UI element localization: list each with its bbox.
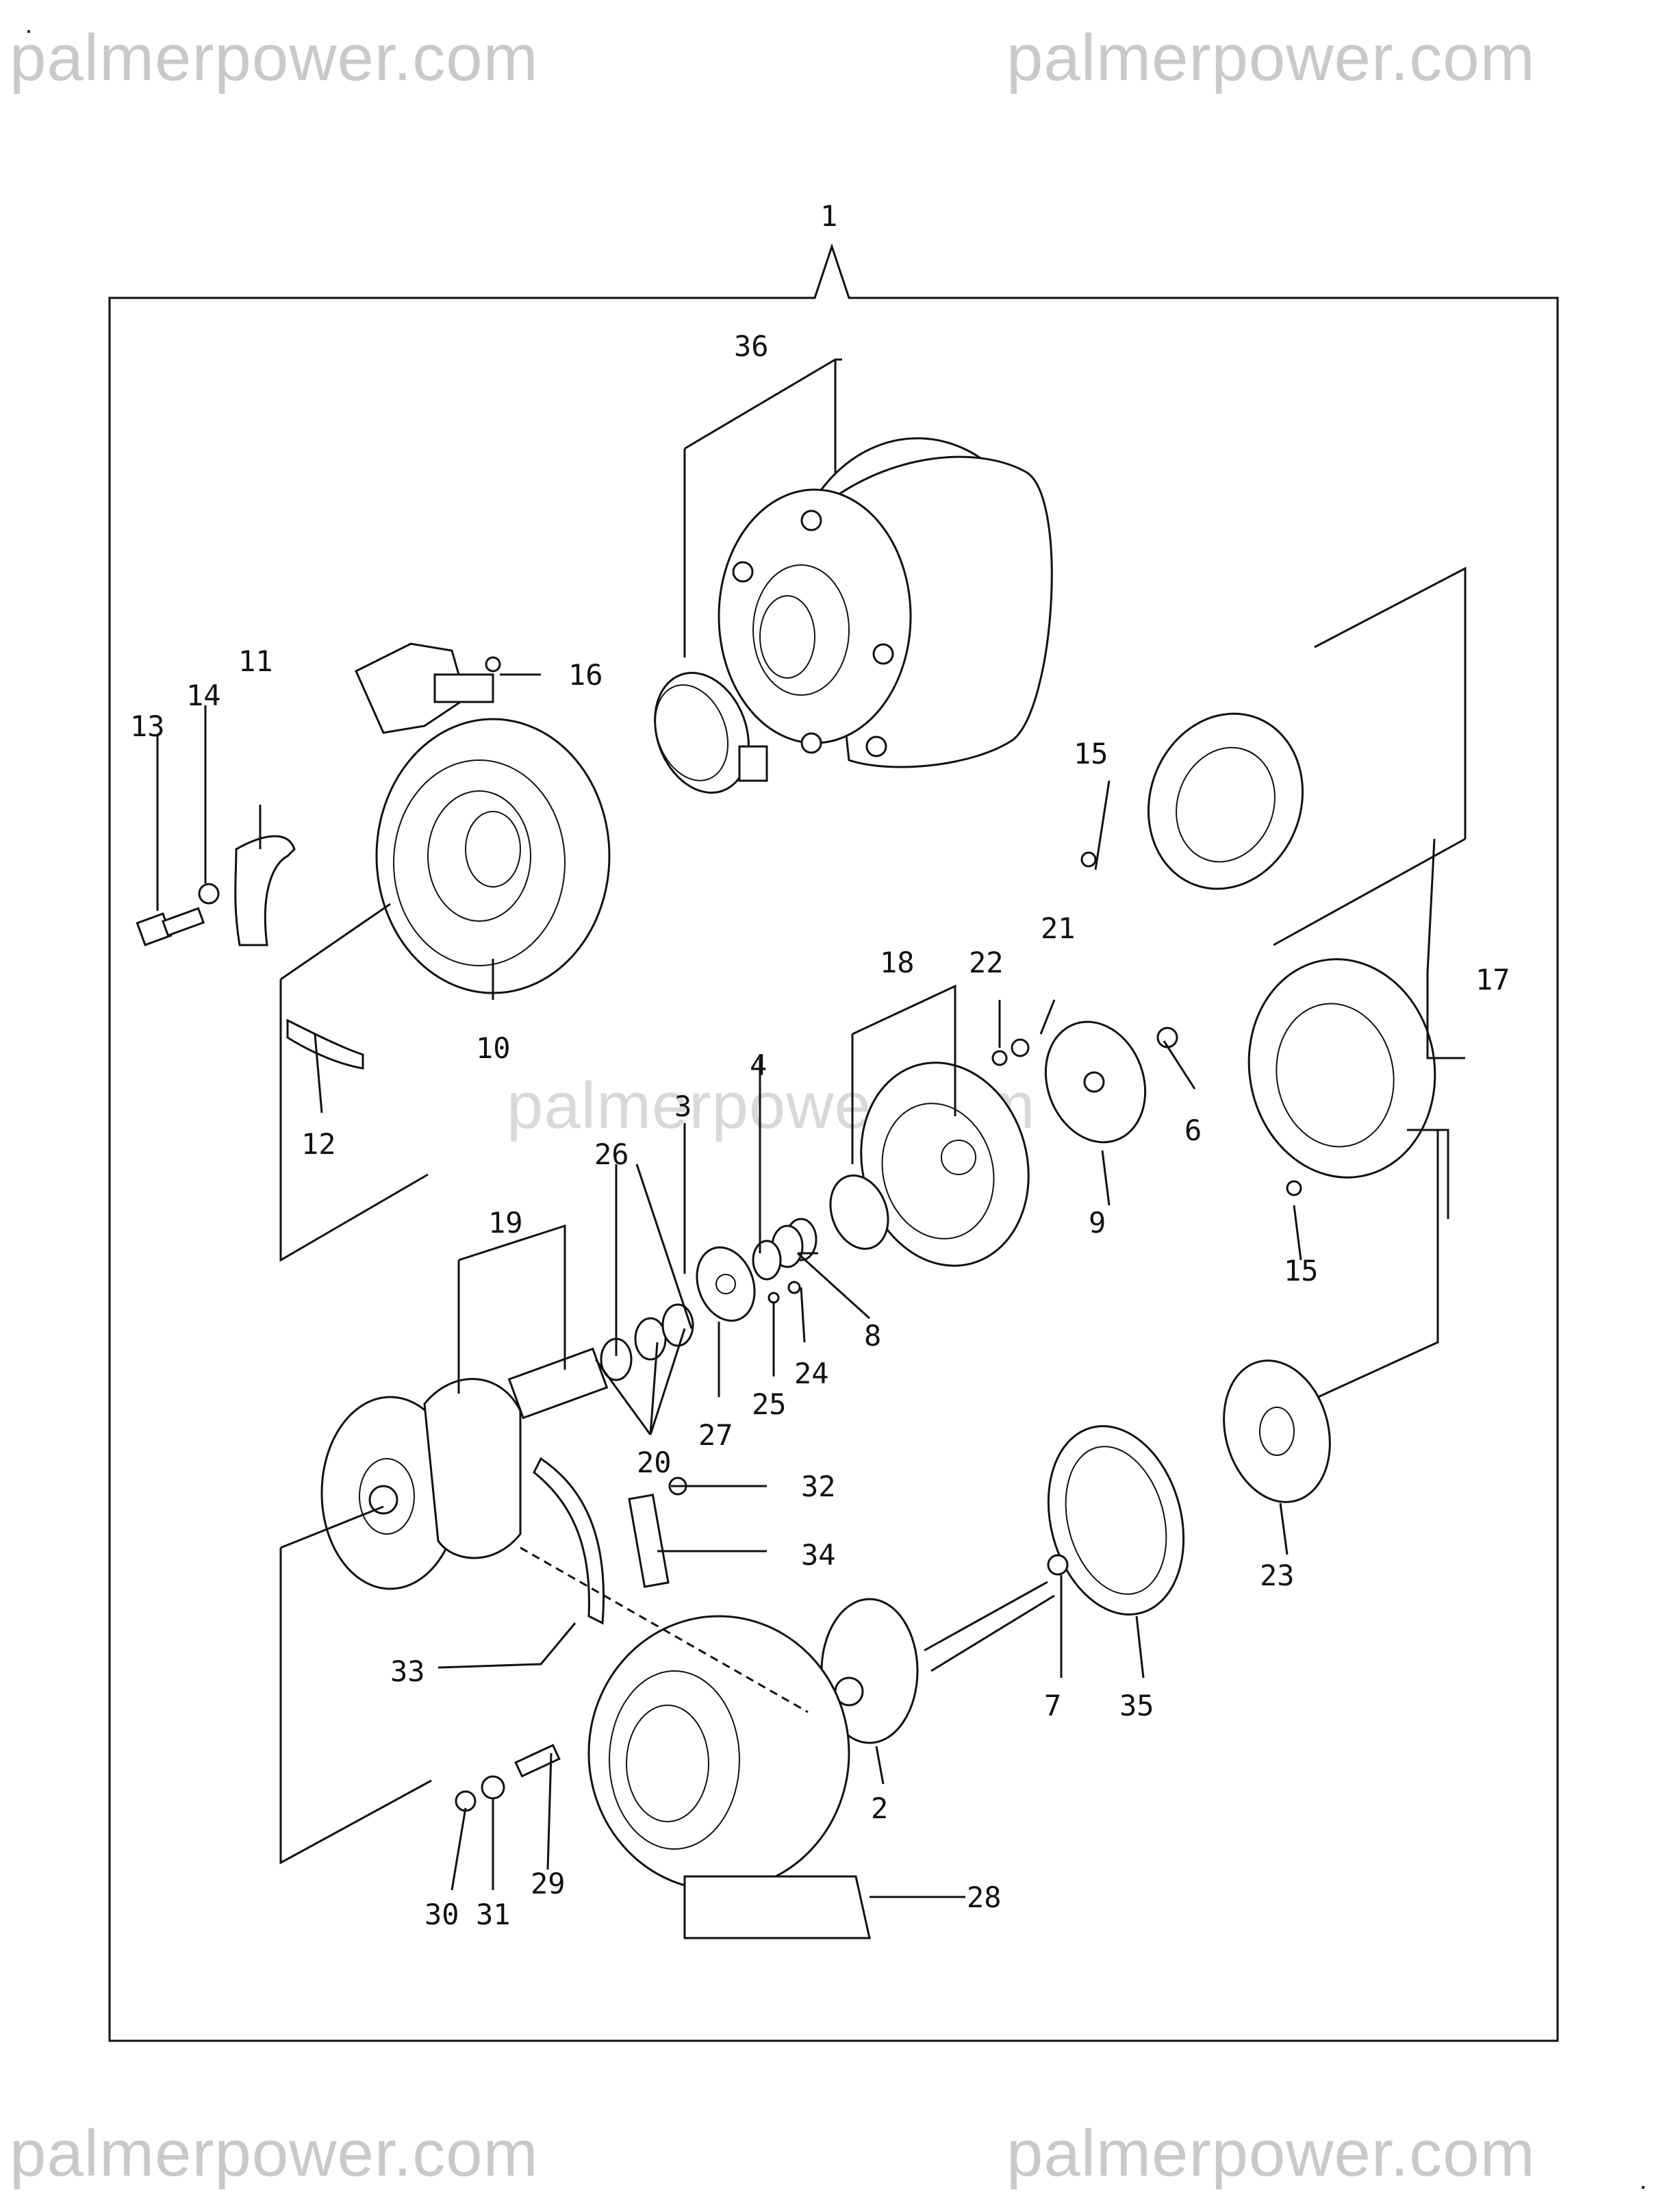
part-25-washer (768, 1292, 780, 1304)
part-2-turbine-shaft (820, 1581, 1055, 1744)
label-34: 34 (801, 1538, 836, 1572)
label-1: 1 (820, 199, 837, 233)
part-29-31-stud-nut-washer (455, 1744, 561, 1812)
part-22-washer (991, 1050, 1008, 1066)
label-14: 14 (186, 679, 221, 712)
label-31: 31 (476, 1898, 511, 1931)
label-6: 6 (1184, 1114, 1202, 1147)
label-15b: 15 (1284, 1254, 1319, 1287)
watermark-bottom-right: palmerpower.com (1006, 2117, 1536, 2190)
label-29: 29 (531, 1867, 566, 1900)
corner-dot (1642, 2186, 1645, 2189)
watermark-bottom-left: palmerpower.com (10, 2117, 539, 2190)
part-number-labels: 1 36 16 11 14 13 10 12 15 17 21 22 18 6 … (130, 199, 1510, 1931)
label-27: 27 (698, 1418, 733, 1452)
label-3: 3 (674, 1090, 692, 1123)
label-24: 24 (794, 1357, 829, 1390)
label-2: 2 (871, 1792, 888, 1825)
part-10-compressor-cover (355, 642, 611, 994)
label-23: 23 (1260, 1559, 1295, 1592)
part-27-thrust-plate (696, 1246, 756, 1322)
part-14-washer (198, 883, 220, 905)
part-35-nozzle-ring (1047, 1425, 1185, 1616)
part-15-screw-b (1286, 1180, 1302, 1196)
label-15a: 15 (1074, 737, 1108, 770)
part-11-lock-plate (234, 835, 296, 946)
label-19: 19 (488, 1206, 523, 1240)
part-28-turbine-housing (587, 1615, 871, 1939)
label-4: 4 (750, 1048, 767, 1082)
label-13: 13 (130, 709, 165, 743)
assembly-frame (108, 243, 1559, 2042)
part-15-screw (1080, 851, 1097, 868)
part-34-lock-plate (628, 1494, 670, 1588)
clamp-band (654, 672, 768, 794)
part-seal-ring (829, 1174, 889, 1250)
part-12-lock-plate (286, 1018, 364, 1070)
label-21: 21 (1041, 912, 1076, 945)
part-4-collar (752, 1240, 782, 1281)
part-20-26-bearings (600, 1303, 694, 1381)
label-16: 16 (568, 658, 603, 692)
corner-dot (27, 30, 30, 33)
label-30: 30 (424, 1898, 459, 1931)
label-8: 8 (864, 1319, 881, 1353)
label-9: 9 (1089, 1206, 1106, 1240)
label-12: 12 (301, 1127, 336, 1161)
part-bearing (507, 1347, 609, 1420)
label-7: 7 (1044, 1689, 1061, 1722)
part-21-bolt (1011, 1038, 1030, 1057)
label-17: 17 (1475, 963, 1510, 996)
label-18: 18 (880, 946, 915, 979)
label-11: 11 (238, 644, 273, 678)
screw-16 (485, 656, 501, 673)
leader-lines (156, 358, 1467, 1898)
label-32: 32 (801, 1470, 836, 1503)
part-33-lock-plate (533, 1457, 605, 1625)
part-19-center-housing (320, 1378, 522, 1590)
watermark-top-right: palmerpower.com (1006, 21, 1536, 95)
part-23-shroud (1223, 1359, 1331, 1503)
watermark-top-left: palmerpower.com (10, 21, 539, 95)
part-13-bolt (136, 907, 205, 946)
label-25: 25 (752, 1387, 787, 1421)
part-7-piston-ring (1047, 1554, 1069, 1576)
label-36: 36 (734, 329, 769, 363)
part-24-screw (787, 1281, 801, 1294)
part-36-housing (718, 437, 1053, 768)
impeller-hub (1083, 1071, 1105, 1093)
label-10: 10 (476, 1031, 511, 1065)
label-28: 28 (967, 1881, 1002, 1914)
label-33: 33 (390, 1655, 425, 1688)
part-17-nozzle-assembly (1147, 712, 1436, 1179)
nameplate (433, 673, 494, 703)
label-22: 22 (969, 946, 1004, 979)
label-20: 20 (637, 1446, 672, 1479)
label-35: 35 (1119, 1689, 1154, 1722)
label-26: 26 (594, 1138, 629, 1171)
part-6-nut (1156, 1027, 1178, 1048)
